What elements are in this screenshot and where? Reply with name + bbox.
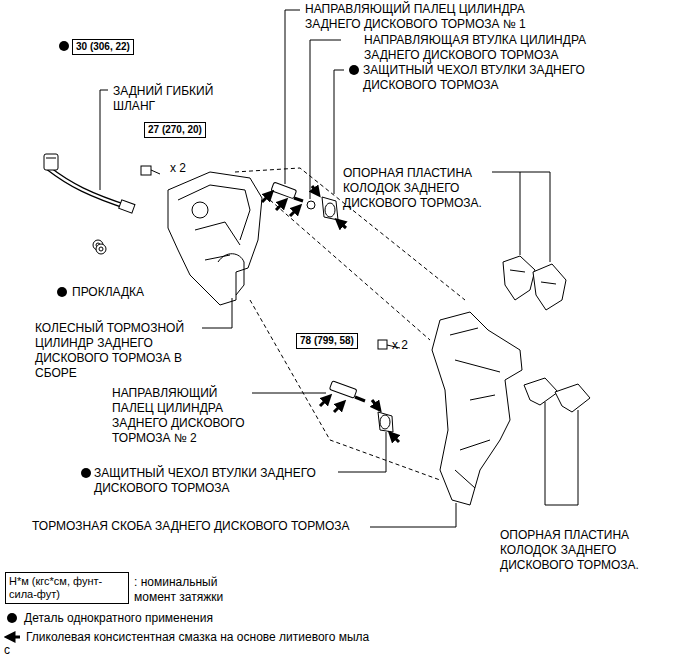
legend-text: Гликолевая консистентная смазка на основ… xyxy=(26,630,369,645)
part-label: ТОРМОЗНАЯ СКОБА ЗАДНЕГО ДИСКОВОГО ТОРМОЗ… xyxy=(32,519,350,534)
torque-box: 78 (799, 58) xyxy=(296,333,358,349)
part-label: ЗАЩИТНЫЙ ЧЕХОЛ ВТУЛКИ ЗАДНЕГО ДИСКОВОГО … xyxy=(94,466,339,496)
unit-box: Н*м (кгс*см, фунт-сила-фут) xyxy=(5,572,129,604)
legend-text: Деталь однократного применения xyxy=(24,611,213,626)
part-label: ЗАДНИЙ ГИБКИЙ ШЛАНГ xyxy=(113,84,238,114)
torque-value: 30 (306, 22) xyxy=(76,41,130,53)
torque-value: Н*м (кгс*см, фунт-сила-фут) xyxy=(9,575,125,601)
part-label: ОПОРНАЯ ПЛАСТИНА КОЛОДОК ЗАДНЕГО ДИСКОВО… xyxy=(343,166,488,211)
legend-text: : номинальный момент затяжки xyxy=(134,575,254,605)
part-label: НАПРАВЛЯЮЩИЙ ПАЛЕЦ ЦИЛИНДРА ЗАДНЕГО ДИСК… xyxy=(305,2,575,32)
part-label: x 2 xyxy=(170,161,186,176)
part-label: ОПОРНАЯ ПЛАСТИНА КОЛОДОК ЗАДНЕГО ДИСКОВО… xyxy=(500,528,675,573)
part-label: НАПРАВЛЯЮЩАЯ ВТУЛКА ЦИЛИНДРА ЗАДНЕГО ДИС… xyxy=(364,33,614,63)
torque-box: 27 (270, 20) xyxy=(144,122,206,138)
part-label: x 2 xyxy=(392,338,408,353)
part-label: ЗАЩИТНЫЙ ЧЕХОЛ ВТУЛКИ ЗАДНЕГО ДИСКОВОГО … xyxy=(363,63,608,93)
torque-box: 30 (306, 22) xyxy=(72,39,134,55)
part-label: КОЛЕСНЫЙ ТОРМОЗНОЙ ЦИЛИНДР ЗАДНЕГО ДИСКО… xyxy=(35,321,200,381)
part-label: НАПРАВЛЯЮЩИЙ ПАЛЕЦ ЦИЛИНДРА ЗАДНЕГО ДИСК… xyxy=(112,386,252,446)
part-label: c xyxy=(4,643,10,658)
torque-value: 78 (799, 58) xyxy=(300,335,354,347)
torque-value: 27 (270, 20) xyxy=(148,124,202,136)
part-label: ПРОКЛАДКА xyxy=(72,285,144,300)
